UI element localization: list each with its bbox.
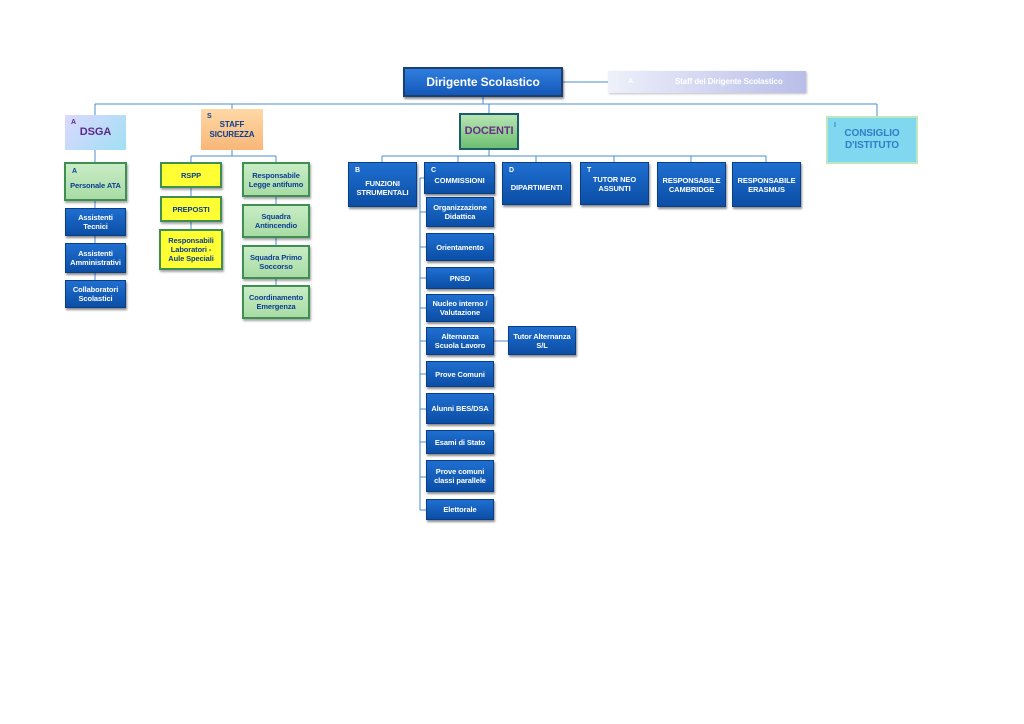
tutor-neo-assunti-label: TUTOR NEO ASSUNTI (592, 174, 637, 193)
dsga-item-assistenti-tecnici[interactable]: Assistenti Tecnici (65, 208, 126, 236)
funzioni-strumentali-label: FUNZIONI STRUMENTALI (356, 178, 409, 197)
commissione-label: Nucleo interno / Valutazione (432, 299, 488, 317)
commissioni-label: COMMISSIONI (434, 175, 485, 185)
commissione-alunni-bes-dsa[interactable]: Alunni BES/DSA (426, 393, 494, 424)
personale-ata-label: Personale ATA (70, 181, 121, 190)
consiglio-istituto-tag: I (834, 122, 836, 129)
personale-ata-tag: A (72, 168, 77, 175)
preposti-box[interactable]: PREPOSTI (160, 196, 222, 222)
responsabile-antifumo-box[interactable]: Responsabile Legge antifumo (242, 162, 310, 197)
commissione-label: Alternanza Scuola Lavoro (434, 332, 486, 350)
staff-sicurezza-box[interactable]: S STAFF SICUREZZA (201, 109, 263, 150)
personale-ata-box[interactable]: A Personale ATA (64, 162, 127, 201)
squadra-primo-soccorso-label: Squadra Primo Soccorso (249, 253, 303, 271)
commissione-prove-comuni[interactable]: Prove Comuni (426, 361, 494, 387)
commissione-pnsd[interactable]: PNSD (426, 267, 494, 289)
consiglio-istituto-box[interactable]: I CONSIGLIO D'ISTITUTO (826, 116, 918, 164)
docenti-box[interactable]: DOCENTI (459, 113, 519, 150)
commissione-label: Organizzazione Didattica (433, 203, 487, 221)
commissioni-tag: C (431, 167, 436, 174)
dirigente-scolastico-box[interactable]: Dirigente Scolastico (403, 67, 563, 97)
dsga-item-label: Collaboratori Scolastici (72, 285, 119, 303)
commissione-prove-comuni-classi-parallele[interactable]: Prove comuni classi parallele (426, 460, 494, 492)
commissione-esami-di-stato[interactable]: Esami di Stato (426, 430, 494, 454)
tutor-alternanza-label: Tutor Alternanza S/L (513, 331, 571, 350)
staff-dirigente-label: Staff del Dirigente Scolastico (674, 77, 783, 87)
staff-sicurezza-tag: S (207, 113, 212, 120)
dirigente-scolastico-label: Dirigente Scolastico (426, 74, 540, 89)
commissione-label: Alunni BES/DSA (431, 404, 489, 413)
docenti-label: DOCENTI (464, 124, 514, 137)
rspp-box[interactable]: RSPP (160, 162, 222, 188)
tutor-neo-assunti-box[interactable]: T TUTOR NEO ASSUNTI (580, 162, 649, 205)
responsabili-laboratori-label: Responsabili Laboratori - Aule Speciali (168, 236, 214, 263)
commissioni-box[interactable]: C COMMISSIONI (424, 162, 495, 194)
rspp-label: RSPP (180, 170, 202, 180)
responsabile-cambridge-label: RESPONSABILE CAMBRIDGE (662, 175, 721, 194)
squadra-antincendio-box[interactable]: Squadra Antincendio (242, 204, 310, 238)
dsga-item-label: Assistenti Tecnici (78, 213, 113, 231)
dsga-tag: A (71, 119, 76, 126)
dipartimenti-tag: D (509, 167, 514, 174)
funzioni-strumentali-tag: B (355, 167, 360, 174)
commissione-label: Orientamento (436, 242, 484, 252)
dipartimenti-label: DIPARTIMENTI (510, 183, 563, 192)
commissione-label: Elettorale (443, 505, 477, 514)
commissione-label: Esami di Stato (434, 437, 486, 447)
commissione-elettorale[interactable]: Elettorale (426, 499, 494, 520)
coordinamento-emergenza-label: Coordinamento Emergenza (248, 293, 304, 311)
preposti-label: PREPOSTI (172, 204, 210, 214)
tutor-alternanza-box[interactable]: Tutor Alternanza S/L (508, 326, 576, 355)
coordinamento-emergenza-box[interactable]: Coordinamento Emergenza (242, 285, 310, 319)
commissione-nucleo-interno[interactable]: Nucleo interno / Valutazione (426, 294, 494, 322)
dsga-box[interactable]: A DSGA (65, 115, 126, 150)
commissione-alternanza[interactable]: Alternanza Scuola Lavoro (426, 327, 494, 355)
commissione-organizzazione-didattica[interactable]: Organizzazione Didattica (426, 197, 494, 227)
staff-sicurezza-label: STAFF SICUREZZA (209, 119, 255, 139)
dsga-item-collaboratori-scolastici[interactable]: Collaboratori Scolastici (65, 280, 126, 308)
tutor-neo-assunti-tag: T (587, 167, 592, 174)
dsga-item-label: Assistenti Amministrativi (70, 249, 121, 267)
responsabile-erasmus-box[interactable]: RESPONSABILE ERASMUS (732, 162, 801, 207)
responsabile-erasmus-label: RESPONSABILE ERASMUS (737, 175, 796, 194)
squadra-primo-soccorso-box[interactable]: Squadra Primo Soccorso (242, 245, 310, 279)
dsga-item-assistenti-amministrativi[interactable]: Assistenti Amministrativi (65, 243, 126, 273)
commissione-label: PNSD (449, 273, 471, 283)
responsabili-laboratori-box[interactable]: Responsabili Laboratori - Aule Speciali (159, 229, 223, 270)
commissione-label: Prove Comuni (435, 369, 485, 379)
commissione-orientamento[interactable]: Orientamento (426, 233, 494, 261)
commissione-label: Prove comuni classi parallele (434, 467, 486, 485)
staff-dirigente-tag: A (628, 77, 633, 85)
squadra-antincendio-label: Squadra Antincendio (254, 212, 298, 230)
responsabile-cambridge-box[interactable]: RESPONSABILE CAMBRIDGE (657, 162, 726, 207)
consiglio-istituto-label: CONSIGLIO D'ISTITUTO (844, 128, 900, 151)
staff-dirigente-box[interactable]: A Staff del Dirigente Scolastico (608, 71, 806, 93)
funzioni-strumentali-box[interactable]: B FUNZIONI STRUMENTALI (348, 162, 417, 207)
responsabile-antifumo-label: Responsabile Legge antifumo (248, 170, 304, 189)
dipartimenti-box[interactable]: D DIPARTIMENTI (502, 162, 571, 205)
dsga-label: DSGA (79, 125, 112, 138)
